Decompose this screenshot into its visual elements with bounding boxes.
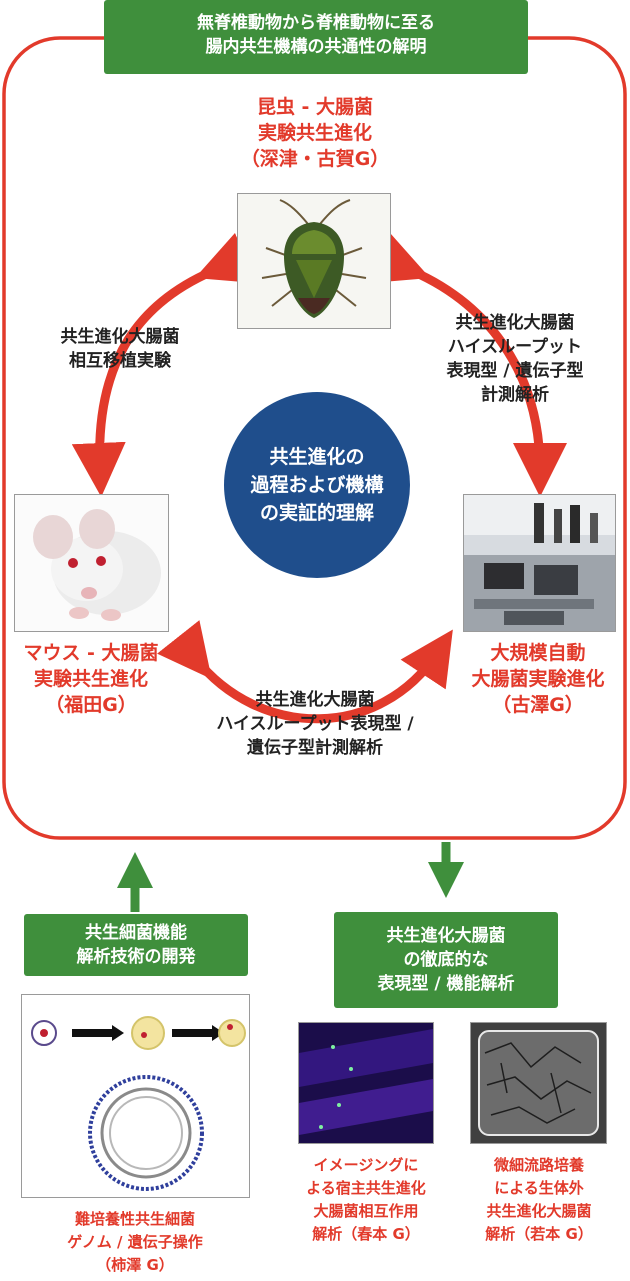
- highthroughput-label-right: 共生進化大腸菌 ハイスループット 表現型 / 遺伝子型 計測解析: [415, 311, 615, 407]
- left-label-line-1: 共生進化大腸菌: [60, 327, 180, 347]
- bottom-label-line-2: ハイスループット表現型 /: [216, 714, 414, 734]
- automation-experiment-label: 大規模自動 大腸菌実験進化 （古澤G）: [446, 640, 630, 718]
- tech-line-1: 共生細菌機能: [85, 923, 187, 943]
- center-line-1: 共生進化の: [269, 446, 365, 468]
- microfluidic-line-1: 微細流路培養: [493, 1156, 584, 1174]
- transplant-experiment-label: 共生進化大腸菌 相互移植実験: [20, 325, 220, 373]
- genome-line-2: ゲノム / 遺伝子操作: [67, 1233, 203, 1251]
- bottom-label-line-1: 共生進化大腸菌: [255, 690, 375, 710]
- central-goal-circle: 共生進化の 過程および機構 の実証的理解: [224, 392, 410, 578]
- auto-line-3: （古澤G）: [492, 694, 584, 716]
- bottom-label-line-3: 遺伝子型計測解析: [247, 738, 383, 758]
- mouse-line-2: 実験共生進化: [33, 668, 148, 690]
- lab-automation-photo: [463, 494, 616, 632]
- stink-bug-icon: [238, 194, 390, 328]
- center-line-2: 過程および機構: [250, 474, 384, 496]
- insect-line-2: 実験共生進化: [257, 122, 372, 144]
- imaging-analysis-label: イメージングに よる宿主共生進化 大腸菌相互作用 解析（春本 G）: [276, 1154, 456, 1246]
- lab-automation-icon: [464, 495, 615, 631]
- right-label-line-2: ハイスループット: [447, 337, 583, 357]
- arrow-insect-automation: [369, 232, 567, 497]
- genome-figure: [21, 994, 250, 1198]
- insect-line-3: （深津・古賀G）: [240, 148, 390, 170]
- insect-line-1: 昆虫 - 大腸菌: [256, 96, 374, 118]
- tech-line-2: 解析技術の開発: [76, 947, 196, 967]
- imaging-line-1: イメージングに: [313, 1156, 419, 1174]
- highthroughput-label-bottom: 共生進化大腸菌 ハイスループット表現型 / 遺伝子型計測解析: [185, 688, 445, 760]
- genome-manipulation-label: 難培養性共生細菌 ゲノム / 遺伝子操作 （柿澤 G）: [20, 1208, 250, 1277]
- center-line-3: の実証的理解: [259, 502, 374, 524]
- right-label-line-1: 共生進化大腸菌: [455, 313, 575, 333]
- white-mouse-icon: [15, 495, 168, 631]
- auto-line-1: 大規模自動: [490, 642, 586, 664]
- arrow-insect-mouse: [71, 232, 256, 497]
- left-label-line-2: 相互移植実験: [69, 351, 171, 371]
- header-line-1: 無脊椎動物から脊椎動物に至る: [197, 13, 435, 33]
- header-line-2: 腸内共生機構の共通性の解明: [205, 37, 427, 57]
- auto-line-2: 大腸菌実験進化: [471, 668, 605, 690]
- microfluidic-analysis-label: 微細流路培養 による生体外 共生進化大腸菌 解析（若本 G）: [456, 1154, 622, 1246]
- mouse-experiment-label: マウス - 大腸菌 実験共生進化 （福田G）: [0, 640, 182, 718]
- imaging-line-4: 解析（春本 G）: [312, 1225, 420, 1243]
- mouse-photo: [14, 494, 169, 632]
- insect-experiment-label: 昆虫 - 大腸菌 実験共生進化 （深津・古賀G）: [190, 94, 440, 172]
- imaging-figure: [298, 1022, 434, 1144]
- imaging-line-2: よる宿主共生進化: [306, 1179, 426, 1197]
- mouse-line-3: （福田G）: [45, 694, 137, 716]
- functional-analysis-box: 共生進化大腸菌 の徹底的な 表現型 / 機能解析: [334, 912, 558, 1008]
- right-label-line-3: 表現型 / 遺伝子型: [446, 361, 584, 381]
- mouse-line-1: マウス - 大腸菌: [23, 642, 159, 664]
- arrow-mouse-automation: [157, 620, 453, 724]
- right-label-line-4: 計測解析: [481, 385, 549, 405]
- microfluidic-figure: [470, 1022, 607, 1144]
- genome-line-3: （柿澤 G）: [96, 1256, 174, 1274]
- stink-bug-photo: [237, 193, 391, 329]
- analysis-line-3: 表現型 / 機能解析: [377, 974, 515, 994]
- microfluidic-line-3: 共生進化大腸菌: [486, 1202, 592, 1220]
- analysis-line-1: 共生進化大腸菌: [386, 926, 506, 946]
- genome-line-1: 難培養性共生細菌: [74, 1210, 195, 1228]
- genome-map-icon: [22, 995, 249, 1197]
- header-title-box: 無脊椎動物から脊椎動物に至る 腸内共生機構の共通性の解明: [104, 0, 528, 74]
- microfluidic-line-4: 解析（若本 G）: [485, 1225, 593, 1243]
- fluorescence-image-icon: [299, 1023, 433, 1143]
- imaging-line-3: 大腸菌相互作用: [313, 1202, 419, 1220]
- microfluidic-line-2: による生体外: [494, 1179, 584, 1197]
- technology-development-box: 共生細菌機能 解析技術の開発: [24, 914, 248, 976]
- analysis-line-2: の徹底的な: [403, 950, 489, 970]
- microfluidic-chamber-icon: [471, 1023, 606, 1143]
